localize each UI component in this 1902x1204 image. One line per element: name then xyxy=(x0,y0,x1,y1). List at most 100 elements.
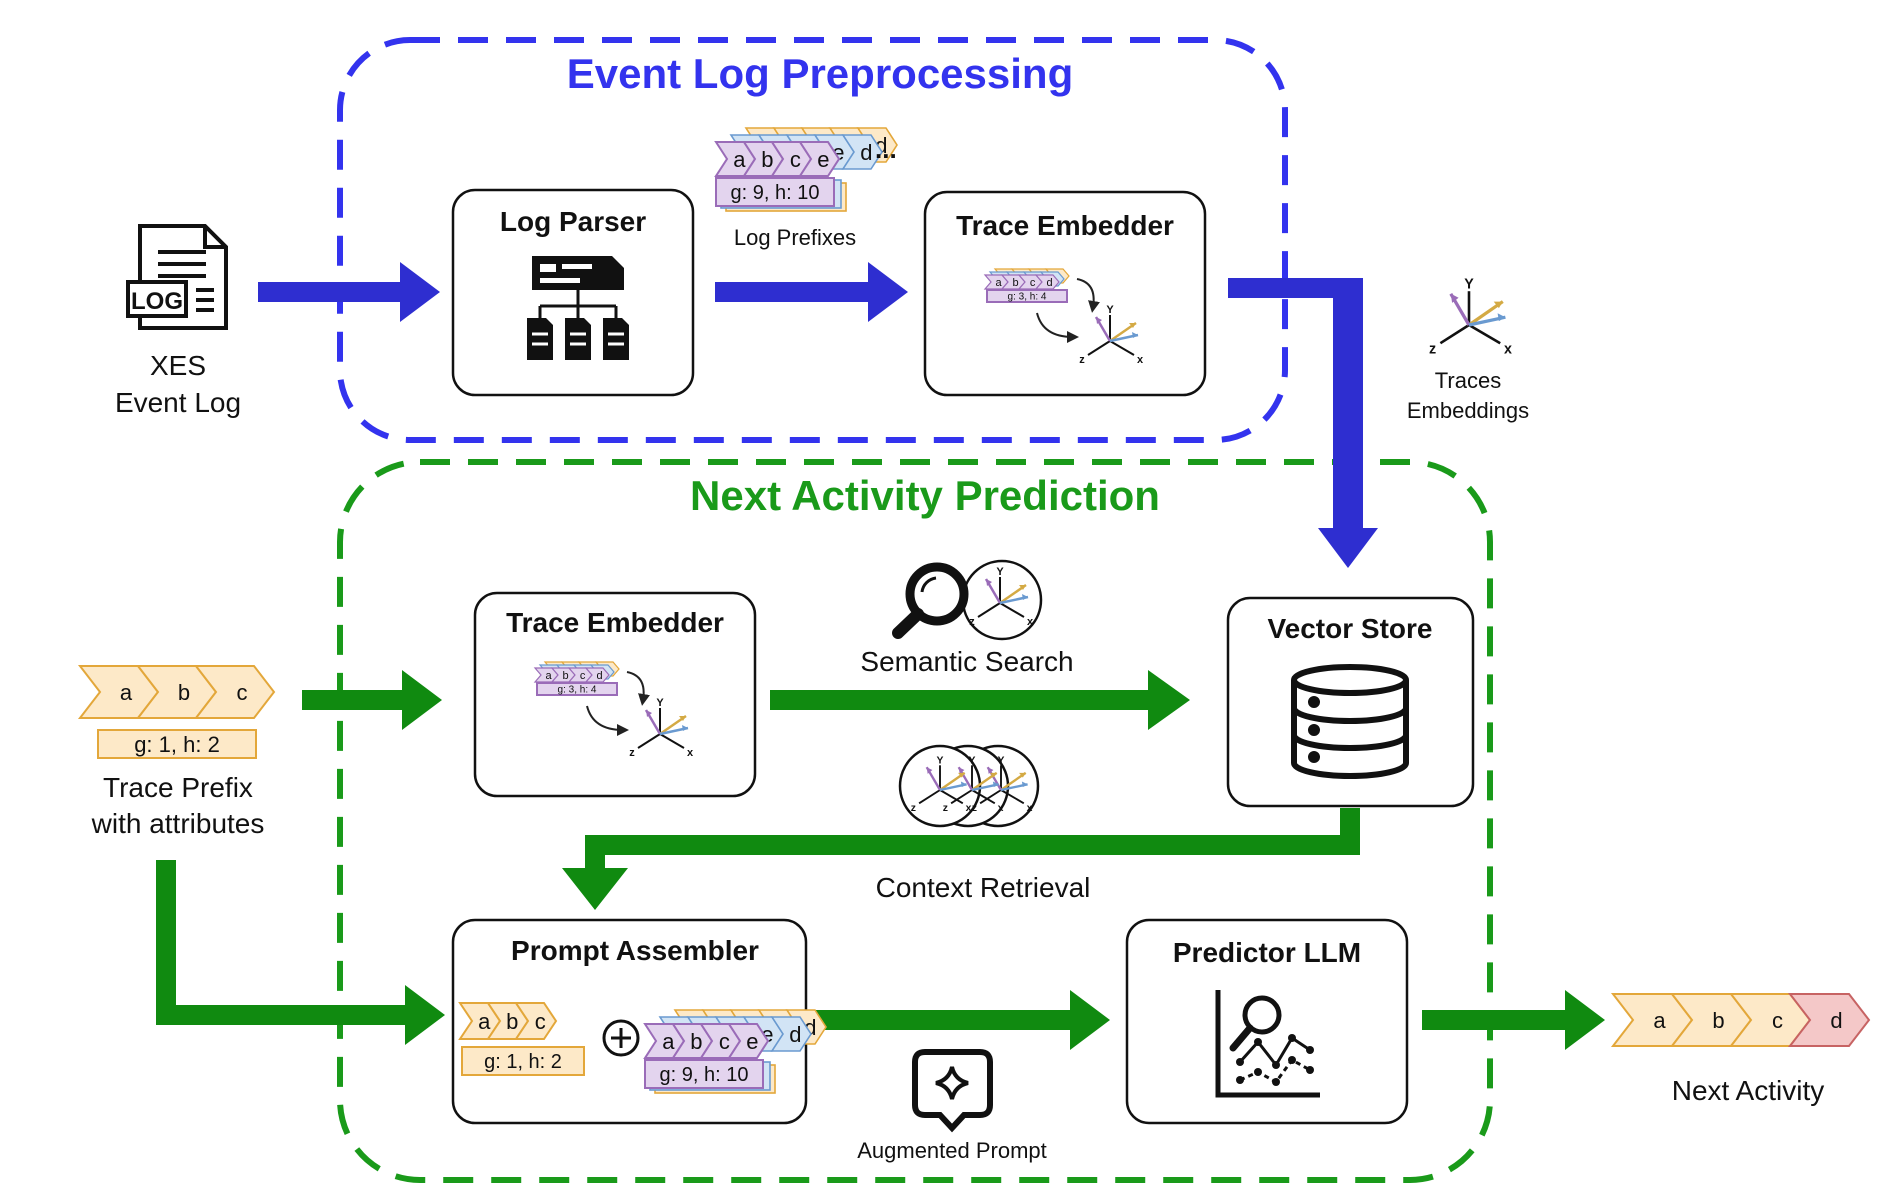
semantic-search-label: Semantic Search xyxy=(860,646,1073,677)
mini-chevron-label: c xyxy=(1030,277,1036,289)
stack-chevron-label: a xyxy=(733,147,746,172)
stack-chevron-mid xyxy=(770,1016,812,1052)
mini-chevron-label: b xyxy=(563,670,569,682)
stack-chevron-mid-label: d xyxy=(860,140,872,165)
arrow-parser-to-embedder xyxy=(715,262,908,322)
stack-chevron-label: c xyxy=(719,1029,730,1054)
svg-text:x: x xyxy=(998,803,1004,814)
axes-icon: Yxz xyxy=(1429,277,1512,358)
prefix-attributes xyxy=(97,729,257,759)
arrow-xes-to-parser xyxy=(258,262,440,322)
svg-text:Y: Y xyxy=(1106,304,1114,316)
svg-text:x: x xyxy=(1137,354,1144,366)
stack-attributes xyxy=(715,177,835,207)
prompt-prefix-attributes-label: g: 1, h: 2 xyxy=(484,1051,562,1073)
svg-text:z: z xyxy=(1079,354,1085,366)
prefix-chevron-label: b xyxy=(178,680,190,705)
chart-search-icon xyxy=(1215,990,1320,1098)
log-prefixes-ellipsis: ... xyxy=(875,134,897,164)
trace-embedder-top-title: Trace Embedder xyxy=(956,210,1174,241)
arrow-embedder-to-vectorstore xyxy=(1228,278,1378,568)
augmented-prompt-icon xyxy=(912,1049,993,1133)
augmented-prompt-label: Augmented Prompt xyxy=(857,1138,1047,1163)
next-activity-label: Next Activity xyxy=(1672,1075,1824,1106)
mini-attributes xyxy=(986,289,1068,303)
traces-embeddings-axes-icon: Yxz xyxy=(1429,277,1512,358)
axes-icon: Yx z xyxy=(911,755,972,814)
svg-text:Y: Y xyxy=(1464,277,1474,293)
log-prefixes-label: Log Prefixes xyxy=(734,225,856,250)
svg-text:Y: Y xyxy=(937,755,944,766)
prefix-chevron xyxy=(193,665,276,719)
semantic-search-icon: Yx z xyxy=(892,559,1043,641)
svg-text:x: x xyxy=(687,747,694,759)
arrow-prefix-to-embedder xyxy=(302,670,442,730)
log-parser-box: Log Parser xyxy=(451,188,695,397)
vector-store-box: Vector Store xyxy=(1226,596,1475,808)
svg-text:x: x xyxy=(966,803,972,814)
traces-embeddings-line2: Embeddings xyxy=(1407,398,1529,423)
predictor-llm-title: Predictor LLM xyxy=(1173,937,1361,968)
log-file-icon-text: LOG xyxy=(131,288,183,315)
axes-icon: Yx z xyxy=(969,566,1034,628)
stack-chevron-mid xyxy=(841,134,883,170)
prompt-prefix-chevron-label: b xyxy=(506,1009,518,1034)
green-arrows xyxy=(156,670,1605,1050)
parser-hierarchy-icon xyxy=(527,256,629,360)
svg-text:Y: Y xyxy=(996,566,1004,578)
prefix-chevron-label: a xyxy=(120,680,133,705)
log-file-icon xyxy=(126,224,228,330)
stack-attributes-label: g: 9, h: 10 xyxy=(660,1064,749,1086)
arrow-augmented-prompt xyxy=(810,990,1110,1050)
xes-event-log: LOG XES Event Log xyxy=(115,224,241,418)
plus-circle-icon xyxy=(602,1019,640,1057)
context-retrieval-label: Context Retrieval xyxy=(876,872,1091,903)
svg-text:Y: Y xyxy=(998,755,1005,766)
svg-text:z: z xyxy=(911,803,916,814)
svg-text:Y: Y xyxy=(656,697,664,709)
arrow-prefix-to-assembler xyxy=(156,860,445,1045)
stack-attributes xyxy=(644,1059,764,1089)
svg-text:x: x xyxy=(1504,342,1512,358)
predictor-llm-box: Predictor LLM xyxy=(1125,918,1409,1125)
stack-chevron-label: e xyxy=(817,147,829,172)
prompt-context-stack: abcedabcedabceg: 9, h: 10 xyxy=(643,1009,827,1094)
svg-text:z: z xyxy=(969,616,975,628)
prompt-prefix-chevron-label: a xyxy=(478,1009,491,1034)
preprocessing-frame xyxy=(337,37,1288,443)
prompt-prefix-attributes xyxy=(461,1046,585,1076)
mini-attributes-label: g: 3, h: 4 xyxy=(1008,292,1047,303)
stack-chevron-label: e xyxy=(746,1029,758,1054)
mini-chevron-label: a xyxy=(996,277,1003,289)
trace-prefix-label-line1: Trace Prefix xyxy=(103,772,253,803)
axes-icon: Yx z xyxy=(1079,304,1144,366)
stack-attributes-label: g: 9, h: 10 xyxy=(731,182,820,204)
traces-embeddings-line1: Traces xyxy=(1435,368,1501,393)
mini-chevron-label: a xyxy=(546,670,553,682)
prefix-chevron-label: c xyxy=(237,680,248,705)
prompt-prefix-chevron-label: c xyxy=(535,1009,546,1034)
preprocessing-title: Event Log Preprocessing xyxy=(567,50,1073,97)
axes-icon: Yxz xyxy=(943,755,1004,814)
svg-text:x: x xyxy=(1027,616,1034,628)
log-parser-title: Log Parser xyxy=(500,206,646,237)
xes-label-line2: Event Log xyxy=(115,387,241,418)
stack-chevron-label: b xyxy=(761,147,773,172)
xes-label-line1: XES xyxy=(150,350,206,381)
mini-attributes-label: g: 3, h: 4 xyxy=(558,685,597,696)
prediction-title: Next Activity Prediction xyxy=(690,472,1160,519)
output-chevron-label: c xyxy=(1772,1008,1783,1033)
axes-icon: Yxz xyxy=(972,755,1033,814)
stack-chevron-label: b xyxy=(690,1029,702,1054)
axes-icon: Yx z xyxy=(629,697,694,759)
arrow-semantic-search xyxy=(770,670,1190,730)
stack-chevron xyxy=(727,1023,770,1059)
trace-embedder-bottom-title: Trace Embedder xyxy=(506,607,724,638)
svg-text:z: z xyxy=(629,747,635,759)
output-chevron-label: d xyxy=(1830,1008,1842,1033)
